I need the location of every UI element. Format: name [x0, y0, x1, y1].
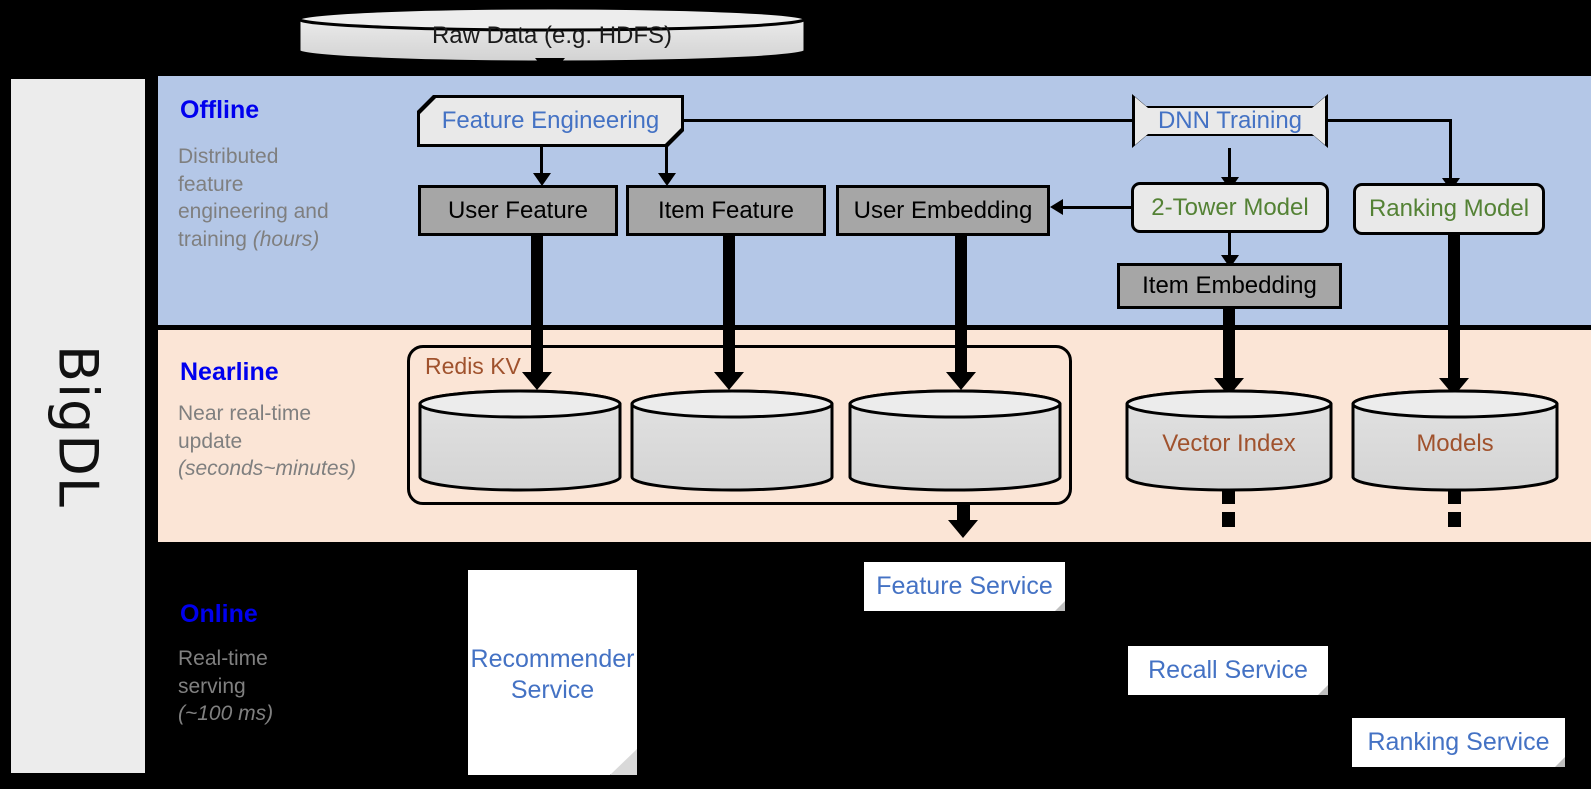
- offline-sub-l2: feature: [178, 172, 244, 196]
- edge-2tower-userembedding: [1063, 206, 1133, 209]
- node-2tower-model[interactable]: 2-Tower Model: [1131, 182, 1329, 233]
- redis-kv-label: Redis KV: [425, 353, 521, 379]
- store-cylinder-2[interactable]: [629, 388, 835, 493]
- edge-fe-itemfeature-arrow: [658, 173, 676, 186]
- recall-service-label: Recall Service: [1148, 656, 1308, 684]
- offline-sub-l3: engineering and: [178, 200, 329, 224]
- offline-sub-l1: Distributed: [178, 145, 279, 168]
- edge-dnn-ranking-v: [1449, 119, 1452, 182]
- 2tower-model-label: 2-Tower Model: [1151, 193, 1309, 221]
- node-feature-service[interactable]: Feature Service: [864, 562, 1065, 611]
- raw-data-cylinder: Raw Data (e.g. HDFS): [296, 6, 808, 64]
- models-cylinder[interactable]: Models: [1350, 388, 1560, 493]
- dash-vectorindex-1: [1222, 489, 1235, 504]
- item-feature-label: Item Feature: [657, 196, 795, 224]
- band-subtitle-online: Real-time serving (~100 ms): [178, 645, 378, 728]
- dash-models-2: [1448, 512, 1461, 527]
- arrow-redis-featureservice: [948, 520, 978, 538]
- edge-fe-dnn: [684, 119, 1136, 122]
- feature-service-label: Feature Service: [876, 572, 1053, 600]
- page-fold-icon-feature: [1055, 601, 1065, 611]
- ranking-service-label: Ranking Service: [1367, 728, 1550, 756]
- user-embedding-label: User Embedding: [853, 196, 1033, 224]
- recommender-service-l2: Service: [510, 675, 595, 704]
- pipe-itememb-vectorindex: [1223, 309, 1235, 387]
- dash-vectorindex-2: [1222, 512, 1235, 527]
- band-subtitle-offline: Distributed feature engineering and trai…: [178, 143, 378, 254]
- node-item-feature[interactable]: Item Feature: [626, 185, 826, 236]
- item-embedding-label: Item Embedding: [1142, 272, 1317, 299]
- node-user-feature[interactable]: User Feature: [418, 185, 618, 236]
- page-fold-icon: [610, 749, 637, 775]
- edge-2tower-itememb: [1228, 233, 1231, 259]
- pipe-ranking-models: [1448, 235, 1460, 387]
- recommender-service-l1: Recommender: [470, 645, 635, 673]
- feature-engineering-label: Feature Engineering: [441, 107, 660, 134]
- nearline-sub-l2: update: [178, 429, 243, 453]
- nearline-sub-l1: Near real-time: [178, 402, 312, 425]
- store-cylinder-3[interactable]: [847, 388, 1063, 493]
- pipe-itemfeature-store2: [723, 236, 735, 381]
- vector-index-label: Vector Index: [1162, 430, 1296, 457]
- container-redis-kv: [407, 345, 1072, 505]
- node-ranking-model[interactable]: Ranking Model: [1353, 183, 1545, 235]
- edge-dnn-2tower: [1228, 148, 1231, 180]
- node-recall-service[interactable]: Recall Service: [1128, 646, 1328, 695]
- band-subtitle-nearline: Near real-time update (seconds~minutes): [178, 400, 413, 483]
- raw-data-label: Raw Data (e.g. HDFS): [431, 22, 673, 49]
- band-title-offline: Offline: [180, 96, 260, 124]
- offline-sub-l4: training: [178, 228, 253, 252]
- page-fold-icon-ranking: [1555, 757, 1565, 767]
- offline-sub-italic: (hours): [252, 228, 320, 252]
- online-sub-l2: serving: [178, 674, 246, 698]
- pipe-userembedding-arrow: [946, 372, 976, 390]
- node-recommender-service[interactable]: Recommender Service: [468, 570, 637, 775]
- edge-fe-userfeature: [540, 147, 543, 175]
- sidebar-bigdl: BigDL: [8, 76, 148, 776]
- online-sub-italic: (~100 ms): [178, 702, 274, 726]
- pipe-userfeature-arrow: [522, 372, 552, 390]
- nearline-sub-italic: (seconds~minutes): [178, 457, 356, 481]
- node-item-embedding[interactable]: Item Embedding: [1117, 263, 1342, 309]
- online-sub-l1: Real-time: [178, 647, 268, 670]
- sidebar-label: BigDL: [46, 344, 110, 508]
- page-fold-icon-recall: [1318, 685, 1328, 695]
- pipe-userfeature-store1: [531, 236, 543, 381]
- node-ranking-service[interactable]: Ranking Service: [1352, 718, 1565, 767]
- dash-models-1: [1448, 489, 1461, 504]
- dnn-training-label: DNN Training: [1157, 107, 1303, 134]
- band-title-online: Online: [180, 600, 258, 628]
- dash-redis-featureservice: [957, 505, 970, 521]
- node-user-embedding[interactable]: User Embedding: [836, 185, 1050, 236]
- edge-fe-userfeature-arrow: [533, 173, 551, 186]
- band-title-nearline: Nearline: [180, 358, 279, 386]
- user-feature-label: User Feature: [447, 196, 589, 224]
- ranking-model-label: Ranking Model: [1368, 195, 1530, 222]
- pipe-itemfeature-arrow: [714, 372, 744, 390]
- edge-dnn-ranking-h: [1328, 119, 1452, 122]
- edge-fe-itemfeature: [665, 147, 668, 175]
- node-feature-engineering[interactable]: Feature Engineering: [417, 95, 684, 147]
- vector-index-cylinder[interactable]: Vector Index: [1124, 388, 1334, 493]
- pipe-userembedding-store3: [955, 236, 967, 381]
- edge-2tower-userembedding-arrow: [1050, 199, 1063, 215]
- models-label: Models: [1416, 430, 1494, 457]
- store-cylinder-1[interactable]: [417, 388, 623, 493]
- edge-rawdata-fe-arrow: [535, 58, 565, 76]
